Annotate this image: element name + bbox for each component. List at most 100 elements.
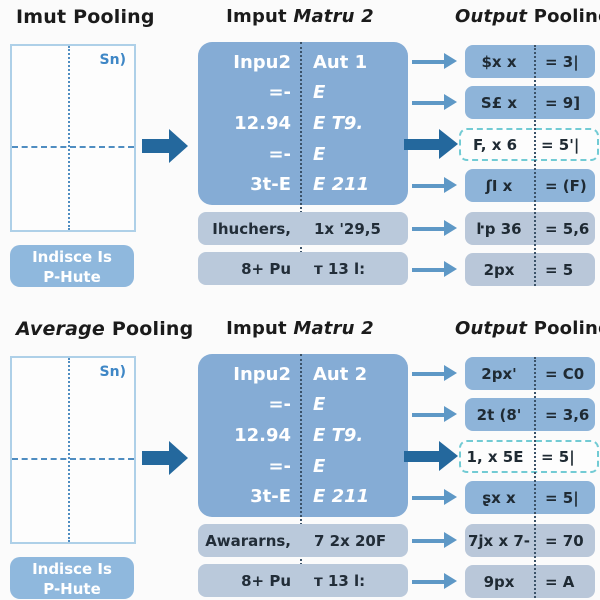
section-average-pooling: Average Pooling Imput Matru 2 Output Poo… <box>0 312 600 600</box>
matrix-cell-right: E 211 <box>313 486 370 508</box>
left-panel-title: Average Pooling <box>16 318 193 340</box>
right-title-word2: Pooling <box>533 6 600 27</box>
output-row: 2t (8' = 3,6 <box>465 398 595 431</box>
matrix-row: =- E <box>198 394 408 415</box>
left-title-word1: Average <box>16 318 106 340</box>
output-cell-right: = A <box>545 572 575 591</box>
mid-title-word1: Imput <box>226 318 287 339</box>
arrow-head <box>169 129 188 163</box>
output-cell-right: = 5| <box>545 488 579 507</box>
info-cell-left: Ihuchers, <box>212 219 291 238</box>
matrix-cell-right: E <box>313 455 326 477</box>
arrow-right-icon <box>142 129 188 163</box>
arrow-right-bold-icon <box>404 129 458 160</box>
output-row: 7jx x 7- = 70 <box>465 524 595 557</box>
output-cell-right: = 5,6 <box>545 219 590 238</box>
matrix-cell-left: Inpu2 <box>233 51 291 73</box>
matrix-row: =- E <box>198 144 408 165</box>
matrix-cell-left: 12.94 <box>234 424 291 446</box>
arrow-right-bold-icon <box>404 441 458 472</box>
arrow-right-icon <box>412 406 457 423</box>
matrix-row: Inpu2 Aut 2 <box>198 364 408 385</box>
matrix-cell-right: Aut 1 <box>313 51 368 73</box>
grid-horizontal-dashed-line <box>12 458 134 460</box>
arrow-right-icon <box>142 441 188 475</box>
matrix-row: =- E <box>198 456 408 477</box>
right-title-word1: Output <box>455 318 528 339</box>
output-row-selected: F, x 6 = 5'| <box>459 128 599 161</box>
output-cell-left: 2px' <box>481 364 517 383</box>
arrow-right-icon <box>412 220 457 237</box>
matrix-row: 3t-E E 211 <box>198 486 408 507</box>
index-label-line2: P-Hute <box>43 268 101 286</box>
info-cell-right: 7 2x 20F <box>314 531 387 550</box>
left-title-word1: Imut <box>16 6 67 28</box>
output-dotted-divider <box>534 357 536 598</box>
output-cell-right: = 5| <box>541 447 575 466</box>
input-grid-box: Sn) <box>10 356 136 544</box>
matrix-cell-right: E 211 <box>313 174 370 196</box>
output-dotted-divider <box>534 45 536 286</box>
grid-corner-label: Sn) <box>99 52 126 68</box>
arrow-right-icon <box>412 573 457 590</box>
output-cell-left: F, x 6 <box>472 135 518 154</box>
output-cell-left: 1, x 5E <box>466 447 524 466</box>
grid-horizontal-dashed-line <box>12 146 134 148</box>
info-cell-right: т 13 l: <box>314 571 366 590</box>
matrix-cell-left: =- <box>268 455 291 477</box>
output-row-selected: 1, x 5E = 5| <box>459 440 599 473</box>
matrix-cell-right: E <box>313 143 326 165</box>
info-cell-left: 8+ Pu <box>241 259 291 278</box>
matrix-cell-right: E <box>313 394 326 416</box>
output-row: ŀp 36 = 5,6 <box>465 212 595 245</box>
matrix-row: =- E <box>198 82 408 103</box>
info-cell-left: Awararns, <box>205 531 291 550</box>
matrix-cell-left: =- <box>268 82 291 104</box>
output-cell-left: $x x <box>481 52 517 71</box>
matrix-dotted-divider <box>300 42 302 285</box>
output-cell-right: = (F) <box>545 176 587 195</box>
output-row: 2px' = C0 <box>465 357 595 390</box>
grid-vertical-dotted-line <box>68 46 70 230</box>
output-cell-left: 2t (8' <box>476 405 522 424</box>
output-cell-left: S£ x <box>480 93 518 112</box>
output-cell-left: ʂx x <box>482 488 516 507</box>
arrow-right-icon <box>412 94 457 111</box>
output-row: S£ x = 9] <box>465 86 595 119</box>
input-matrix-box: Inpu2 Aut 2 =- E 12.94 E T9. =- E 3t-E E… <box>198 354 408 517</box>
left-title-word2: Pooling <box>111 318 194 340</box>
output-cell-right: = 3,6 <box>545 405 590 424</box>
matrix-cell-right: E T9. <box>313 112 364 134</box>
right-title-word2: Pooling <box>533 318 600 339</box>
info-cell-right: 1x '29,5 <box>314 219 381 238</box>
input-grid-box: Sn) <box>10 44 136 232</box>
output-row: ʃI x = (F) <box>465 169 595 202</box>
index-label-box: Indisce Is P-Hute <box>10 557 134 599</box>
matrix-cell-left: =- <box>268 394 291 416</box>
matrix-cell-left: 12.94 <box>234 112 291 134</box>
right-panel-title: Output Pooling <box>455 318 600 339</box>
matrix-dotted-divider <box>300 354 302 597</box>
matrix-cell-right: Aut 2 <box>313 363 368 385</box>
right-panel-title: Output Pooling <box>455 6 600 27</box>
info-cell-right: т 13 l: <box>314 259 366 278</box>
matrix-cell-right: E <box>313 82 326 104</box>
mid-title-word2: Matru 2 <box>293 318 374 339</box>
section-max-pooling: Imut Pooling Imput Matru 2 Output Poolin… <box>10 6 600 287</box>
output-cell-right: = 5'| <box>541 135 580 154</box>
matrix-row: 12.94 E T9. <box>198 425 408 446</box>
output-cell-right: = 3| <box>545 52 579 71</box>
arrow-right-icon <box>412 532 457 549</box>
middle-panel-title: Imput Matru 2 <box>190 6 410 27</box>
output-row: ʂx x = 5| <box>465 481 595 514</box>
info-row: Ihuchers, 1x '29,5 <box>198 212 408 245</box>
mid-title-word1: Imput <box>226 6 287 27</box>
index-label-line2: P-Hute <box>43 580 101 598</box>
info-cell-left: 8+ Pu <box>241 571 291 590</box>
output-cell-left: 7jx x 7- <box>467 531 531 550</box>
arrow-right-icon <box>412 261 457 278</box>
grid-vertical-dotted-line <box>68 358 70 542</box>
output-cell-left: ŀp 36 <box>476 219 522 238</box>
left-panel-title: Imut Pooling <box>16 6 155 28</box>
